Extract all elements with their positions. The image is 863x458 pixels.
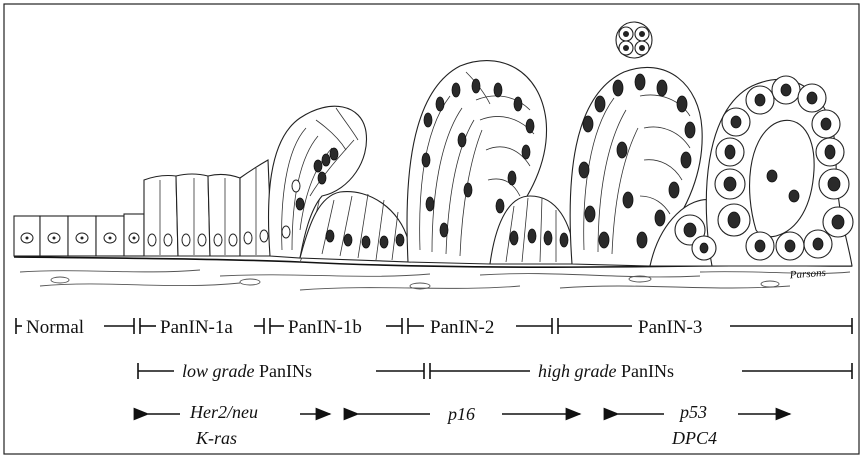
low-grade-panins-label: low grade PanINs — [182, 361, 312, 381]
low-grade-panins-text: PanINs — [259, 361, 312, 381]
gene-p53: p53 — [678, 402, 707, 422]
normal-epithelium — [14, 214, 144, 256]
panin-1a-epithelium — [144, 160, 272, 256]
stage-row: Normal PanIN-1a PanIN-1b PanIN-2 PanIN-3 — [16, 317, 852, 338]
high-grade-panins-text: PanINs — [621, 361, 674, 381]
stage-panin-1a: PanIN-1a — [160, 317, 233, 338]
gene-row: Her2/neu K-ras p16 p53 DPC4 — [148, 402, 790, 448]
high-grade-panins-label: high grade PanINs — [538, 361, 674, 381]
gene-her2-neu: Her2/neu — [189, 402, 258, 422]
gene-p16: p16 — [446, 404, 475, 424]
stage-normal: Normal — [26, 317, 84, 338]
gene-k-ras: K-ras — [195, 428, 237, 448]
high-grade-text: high grade — [538, 361, 617, 381]
stage-panin-2: PanIN-2 — [430, 317, 494, 338]
histology-illustration: Parsons — [14, 22, 853, 290]
stage-panin-1b: PanIN-1b — [288, 317, 362, 338]
stage-panin-3: PanIN-3 — [638, 317, 702, 338]
gene-dpc4: DPC4 — [671, 428, 717, 448]
budding-cell-cluster — [616, 22, 652, 58]
low-grade-text: low grade — [182, 361, 255, 381]
grade-row: low grade PanINs high grade PanINs — [138, 361, 852, 381]
artist-signature: Parsons — [788, 267, 826, 282]
